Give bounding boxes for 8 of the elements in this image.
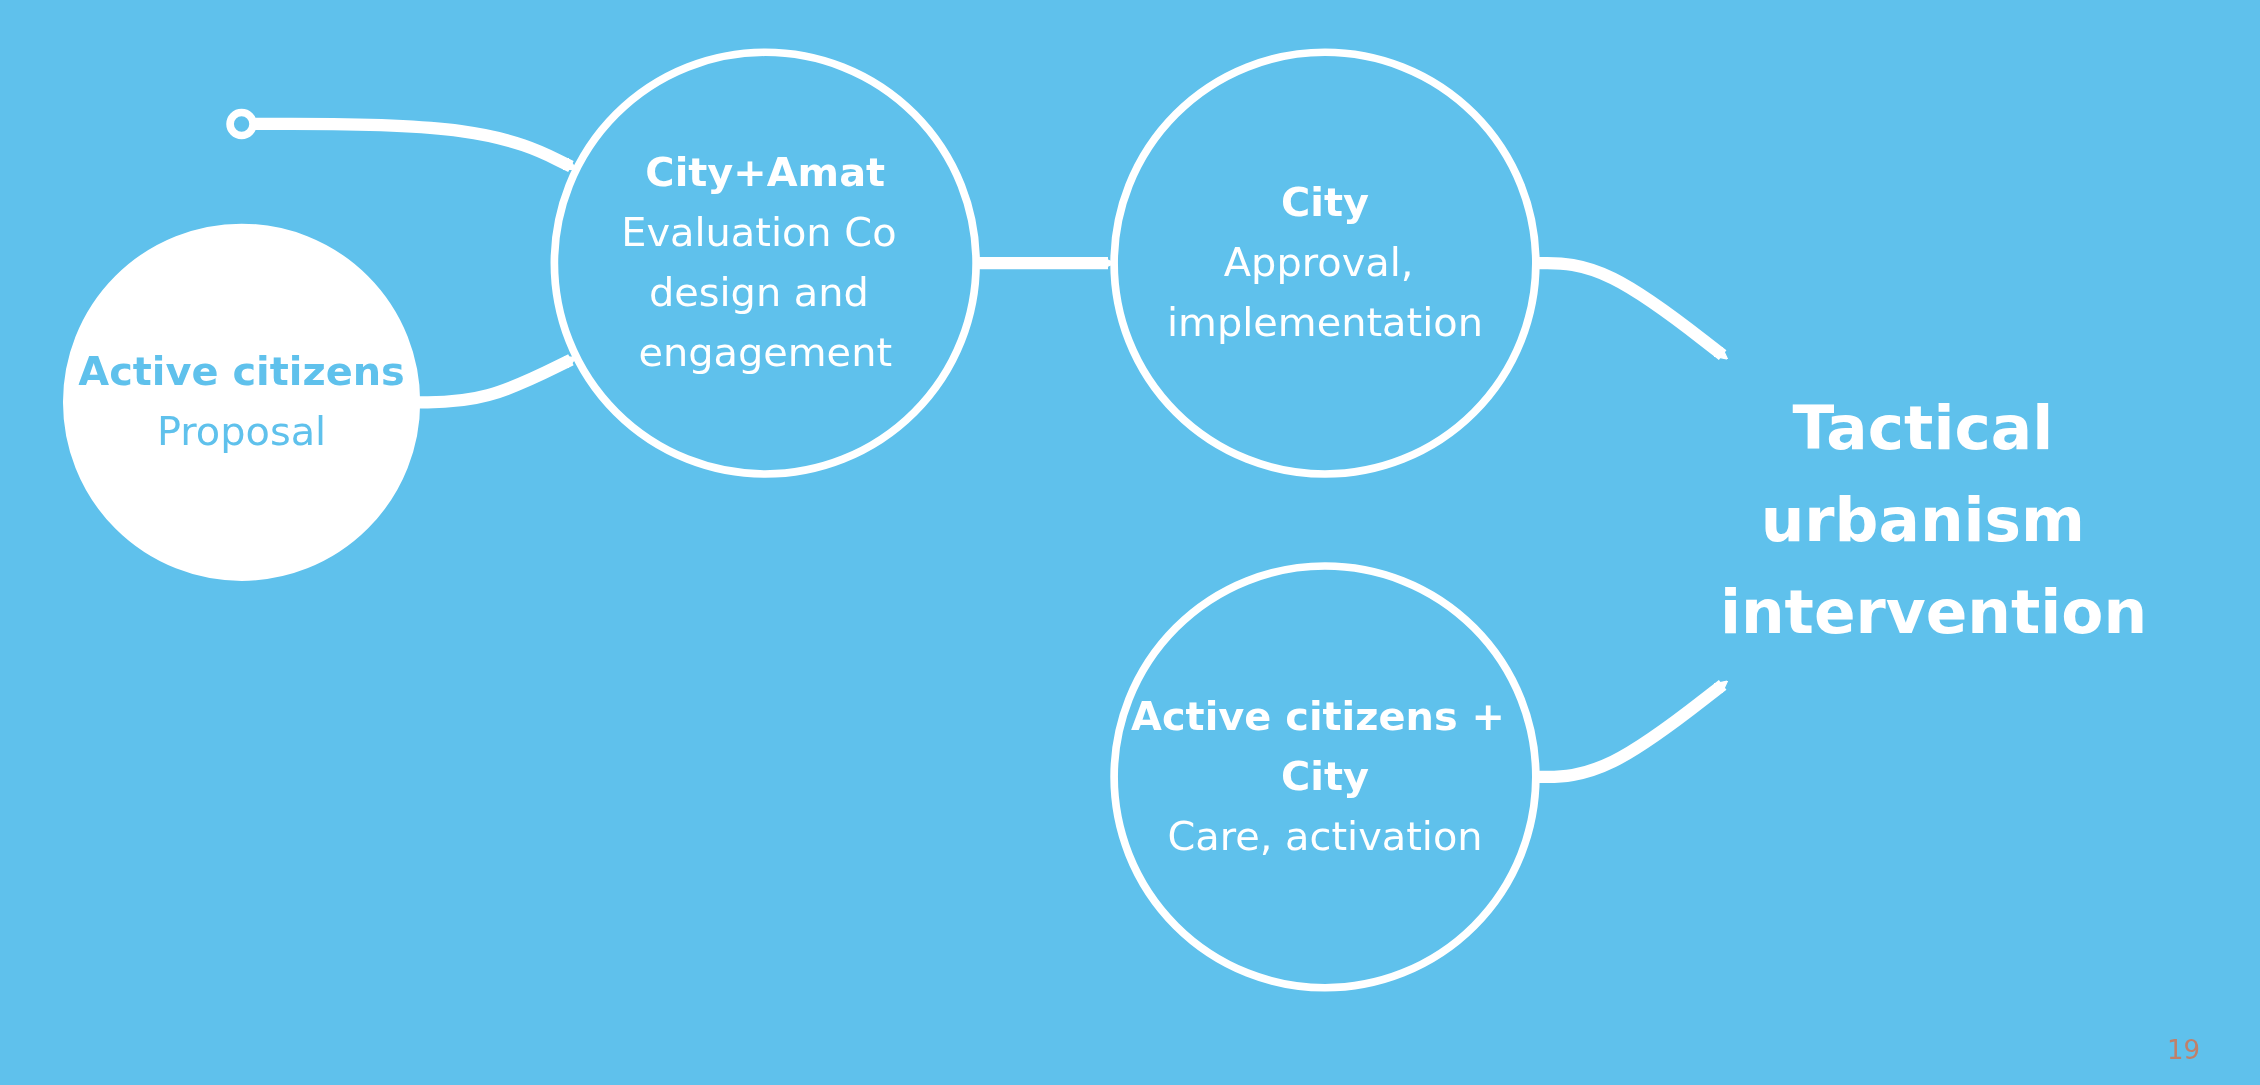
node-text: Tactical urbanism intervention	[1719, 392, 2148, 648]
node-circle	[1110, 562, 1540, 992]
node-circle	[226, 108, 257, 140]
flow-diagram: Active citizens Proposal City+Amat Evaluation Co design and engagement City Approval, implementation Active citizens + City Care, activation Tactical urbanism intervention	[40, 40, 2220, 1000]
node-circle	[62, 223, 421, 581]
page-number: 19	[2166, 1035, 2200, 1065]
node-circle	[550, 48, 980, 478]
node-circle	[1110, 48, 1540, 478]
